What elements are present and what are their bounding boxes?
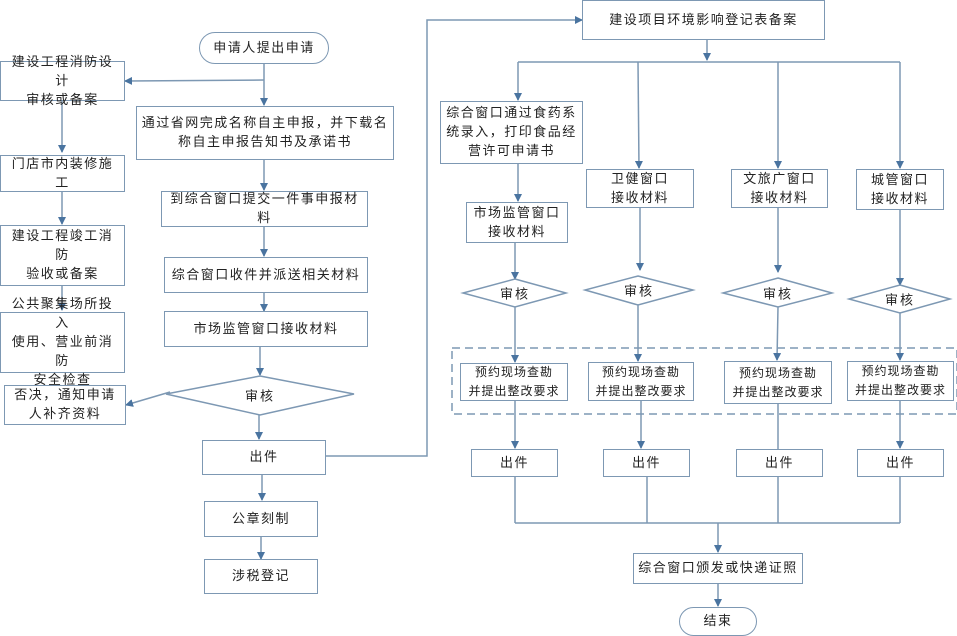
- start-node: 申请人提出申请: [199, 32, 329, 64]
- fire-design-review-box: 建设工程消防设计 审核或备案: [0, 55, 125, 108]
- dept-1-receive-box: 市场监管窗口 接收材料: [466, 202, 568, 243]
- food-entry-box: 综合窗口通过食药系 统录入，打印食品经 营许可申请书: [440, 101, 583, 164]
- seal-engraving-box: 公章刻制: [204, 501, 318, 537]
- dept-4-inspect-box: 预约现场查勘 并提出整改要求: [847, 361, 954, 401]
- tax-registration-box: 涉税登记: [204, 559, 318, 594]
- dept-1-inspect-box: 预约现场查勘 并提出整改要求: [460, 363, 568, 401]
- receive-dispatch-box: 综合窗口收件并派送相关材料: [164, 257, 368, 293]
- dept-2-issue-box: 出件: [603, 449, 690, 477]
- review-diamond-2: [582, 275, 696, 306]
- connector: [125, 391, 171, 407]
- review-label-2: 审核: [623, 284, 655, 300]
- connector: [773, 306, 782, 361]
- review-label-main: 审核: [244, 389, 276, 405]
- dept-2-inspect-box: 预约现场查勘 并提出整改要求: [588, 362, 694, 401]
- renovation-box: 门店市内装修施工: [0, 155, 125, 192]
- connector: [326, 16, 583, 457]
- market-receive-box: 市场监管窗口接收材料: [164, 311, 368, 347]
- env-record-box: 建设项目环境影响登记表备案: [582, 0, 825, 40]
- rejection-box: 否决，通知申请 人补齐资料: [4, 385, 126, 425]
- review-diamond-3: [720, 277, 835, 308]
- review-label-3: 审核: [762, 287, 794, 303]
- dept-3-inspect-box: 预约现场查勘 并提出整改要求: [724, 361, 832, 404]
- fire-acceptance-box: 建设工程竣工消防 验收或备案: [0, 225, 125, 286]
- issue-box-main: 出件: [202, 440, 326, 475]
- deliver-license-box: 综合窗口颁发或快递证照: [633, 553, 803, 584]
- dept-1-issue-box: 出件: [471, 449, 558, 477]
- review-diamond-main: [165, 375, 355, 416]
- name-declaration-box: 通过省网完成名称自主申报，并下载名 称自主申报告知书及承诺书: [136, 106, 394, 160]
- dept-2-receive-box: 卫健窗口 接收材料: [586, 169, 694, 208]
- connector: [124, 76, 265, 85]
- inspection-group-outline: [451, 347, 957, 415]
- dept-4-receive-box: 城管窗口 接收材料: [856, 169, 944, 210]
- review-label-4: 审核: [884, 293, 916, 309]
- submit-materials-box: 到综合窗口提交一件事申报材料: [161, 191, 368, 227]
- dept-3-receive-box: 文旅广窗口 接收材料: [731, 169, 828, 208]
- dept-3-issue-box: 出件: [736, 449, 823, 477]
- review-label-1: 审核: [499, 287, 531, 303]
- review-diamond-1: [460, 278, 569, 308]
- review-diamond-4: [846, 284, 953, 314]
- dept-4-issue-box: 出件: [857, 449, 944, 477]
- connector: [634, 61, 643, 169]
- end-node: 结束: [679, 607, 757, 636]
- safety-check-box: 公共聚集场所投入 使用、营业前消防 安全检查: [0, 297, 125, 388]
